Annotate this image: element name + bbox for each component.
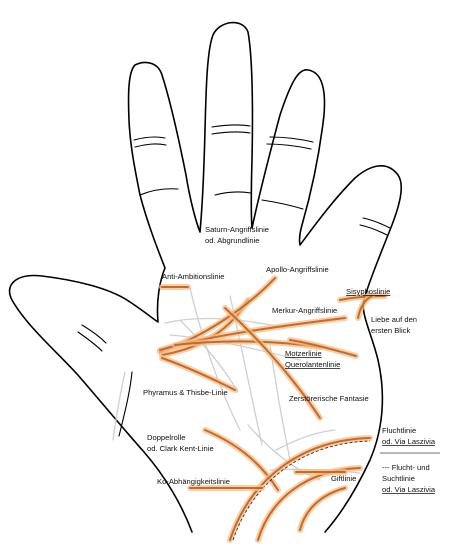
label-flucht-2: od. Via Laszivia [382,437,436,446]
label-flucht-1: Fluchtlinie [382,426,416,435]
label-liebe-2: ersten Blick [371,326,410,335]
label-flucht-sucht-3: od. Via Laszivia [382,485,436,494]
line-pyramus [161,357,236,391]
line-zerstoererisch [224,307,321,419]
label-saturn-1: Saturn-Angriffslinie [205,225,269,234]
label-pyramus: Phyramus & Thisbe-Linie [143,388,228,397]
label-sisyphos: Sisyphoslinie [346,287,390,296]
label-zerstoererisch: Zerstörerische Fantasie [289,394,369,403]
line-flucht [229,437,371,541]
label-flucht-sucht-1: --- Flucht- und [382,463,430,472]
line-doppelrolle [204,429,279,491]
finger-creases [77,124,391,437]
label-gift: Giftlinie [331,474,356,483]
line-wrist-arc [299,487,346,531]
labels: Saturn-Angriffslinie od. Abgrundlinie An… [143,225,436,494]
label-apollo: Apollo-Angriffslinie [266,265,329,274]
label-abhaengigkeit: Ko-Abhängigkeitslinie [157,477,230,486]
label-doppelrolle-2: od. Clark Kent-Linie [147,444,214,453]
line-flucht-sucht [232,440,371,541]
label-motzer: Motzerlinie [285,349,322,358]
label-doppelrolle-1: Doppelrolle [147,433,185,442]
line-querolanten [289,339,357,357]
glow-wrist-arc [297,485,348,533]
label-flucht-sucht-2: Suchtlinie [382,474,415,483]
hand-outline [8,21,402,533]
line-sisyphos [339,295,386,301]
label-anti-ambition: Anti-Ambitionslinie [162,272,224,281]
label-saturn-2: od. Abgrundlinie [205,236,259,245]
highlighted-lines [157,275,388,543]
label-liebe-1: Liebe auf den [371,315,417,324]
line-liebe [357,295,373,319]
label-merkur: Merkur-Angriffslinie [272,306,337,315]
label-querolanten: Querolantenlinie [285,360,340,369]
